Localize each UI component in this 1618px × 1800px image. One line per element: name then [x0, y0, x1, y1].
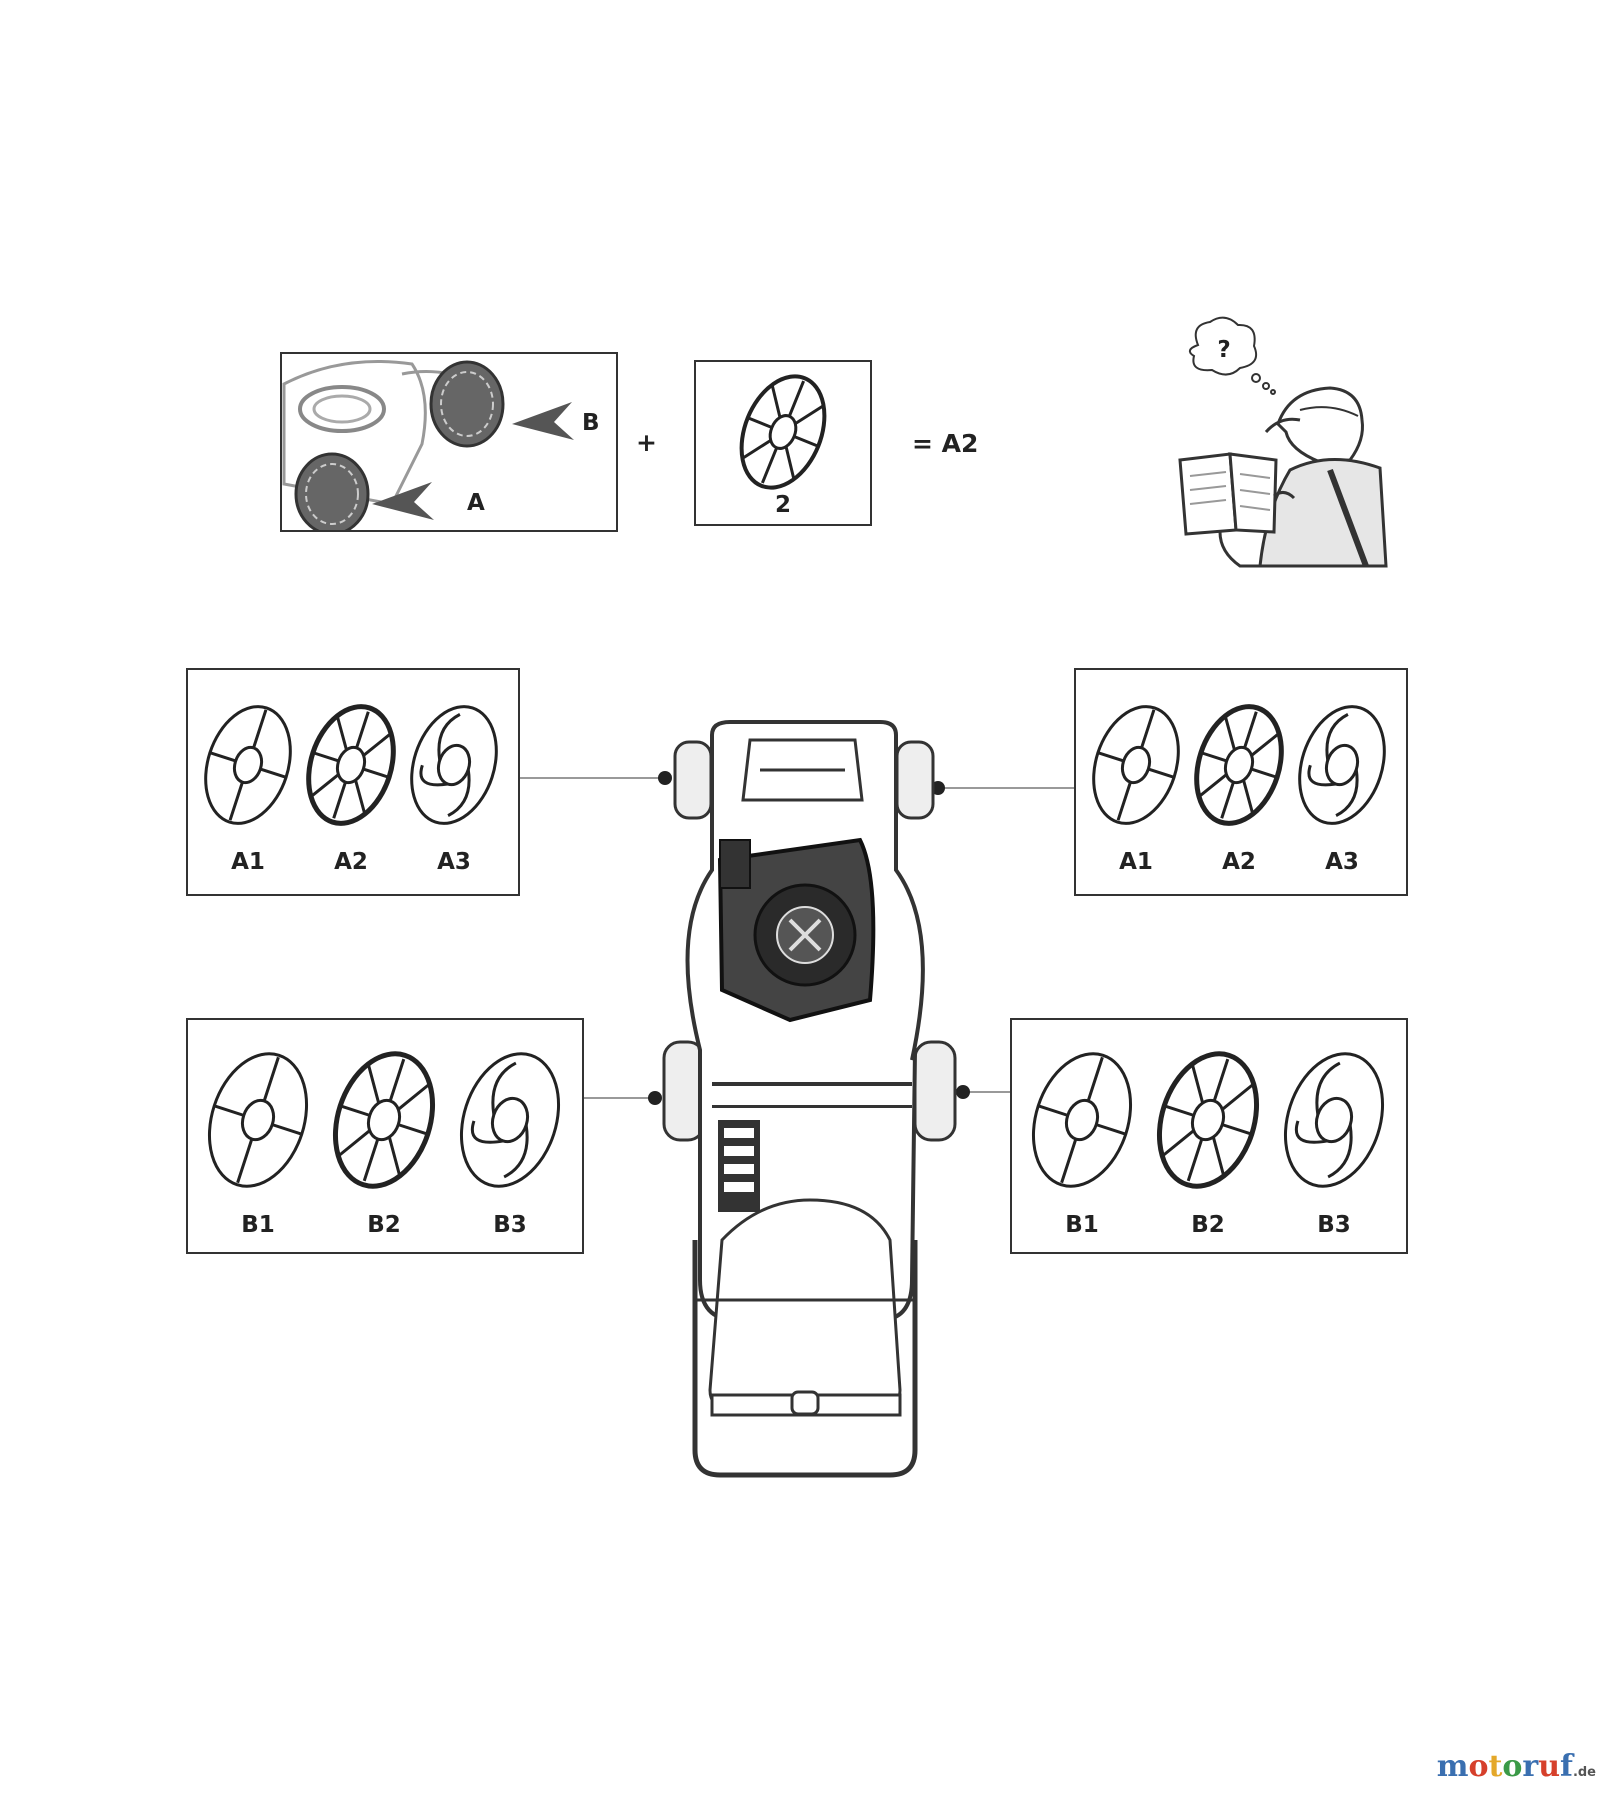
label-b3: B3: [493, 1212, 527, 1238]
watermark-logo: motoruf.de: [1436, 1749, 1596, 1784]
label-b1: B1: [241, 1212, 275, 1238]
arrow-b-icon: [512, 402, 574, 440]
panel-rear-right-covers: B1 B2 B3: [1010, 1018, 1408, 1254]
label-a1: A1: [1119, 849, 1153, 875]
label-b: B: [582, 410, 600, 436]
label-a2: A2: [334, 849, 368, 875]
label-a3: A3: [437, 849, 471, 875]
panel-front-left-svg: A1 A2 A3: [204, 704, 498, 875]
engine-icon: [717, 837, 876, 1023]
cover-a3-icon: [1298, 705, 1386, 825]
label-a3: A3: [1325, 849, 1359, 875]
cover-2-icon: 2: [739, 374, 827, 518]
label-b2: B2: [367, 1212, 401, 1238]
cover-b3-icon: [459, 1052, 561, 1188]
single-cover-box: 2: [694, 360, 872, 526]
panel-rear-left-svg: B1 B2 B3: [207, 1051, 561, 1238]
cover-a3-icon: [410, 705, 498, 825]
cover-a2-icon: [1194, 704, 1284, 826]
label-b2: B2: [1191, 1212, 1225, 1238]
panel-front-right-covers: A1 A2 A3: [1074, 668, 1408, 896]
cover-a2-icon: [306, 704, 396, 826]
plus-sign: +: [636, 428, 657, 457]
wheel-front-right: [895, 740, 935, 820]
arrow-a-icon: [372, 482, 434, 520]
connector-dot-rear-left: [648, 1091, 662, 1105]
label-b3: B3: [1317, 1212, 1351, 1238]
wheel-front-left: [673, 740, 713, 820]
cover-2-label: 2: [775, 492, 791, 518]
label-a: A: [467, 490, 485, 516]
label-b1: B1: [1065, 1212, 1099, 1238]
grass-bag: [708, 1198, 902, 1410]
cover-b1-icon: [207, 1052, 309, 1188]
panel-front-right-svg: A1 A2 A3: [1092, 704, 1386, 875]
wheel-a-icon: [294, 452, 370, 536]
cover-b2-icon: [332, 1051, 436, 1189]
reference-wheel-position-box: B A: [280, 352, 618, 536]
panel-rear-left-covers: B1 B2 B3: [186, 1018, 584, 1254]
cover-b1-icon: [1031, 1052, 1133, 1188]
wheel-b-icon: [429, 360, 505, 448]
panel-front-left-covers: A1 A2 A3: [186, 668, 520, 896]
panel-rear-right-svg: B1 B2 B3: [1031, 1051, 1385, 1238]
connector-dot-rear-right: [956, 1085, 970, 1099]
connector-dot-front-left: [658, 771, 672, 785]
mower-corner-sketch: B A: [282, 360, 600, 536]
cover-b3-icon: [1283, 1052, 1385, 1188]
cover-a1-icon: [204, 705, 292, 825]
cover-b2-icon: [1156, 1051, 1260, 1189]
label-a2: A2: [1222, 849, 1256, 875]
result-text: = A2: [912, 429, 978, 458]
wheel-rear-right: [913, 1040, 957, 1142]
label-a1: A1: [231, 849, 265, 875]
handle-bar: [692, 1240, 918, 1478]
cover-a1-icon: [1092, 705, 1180, 825]
